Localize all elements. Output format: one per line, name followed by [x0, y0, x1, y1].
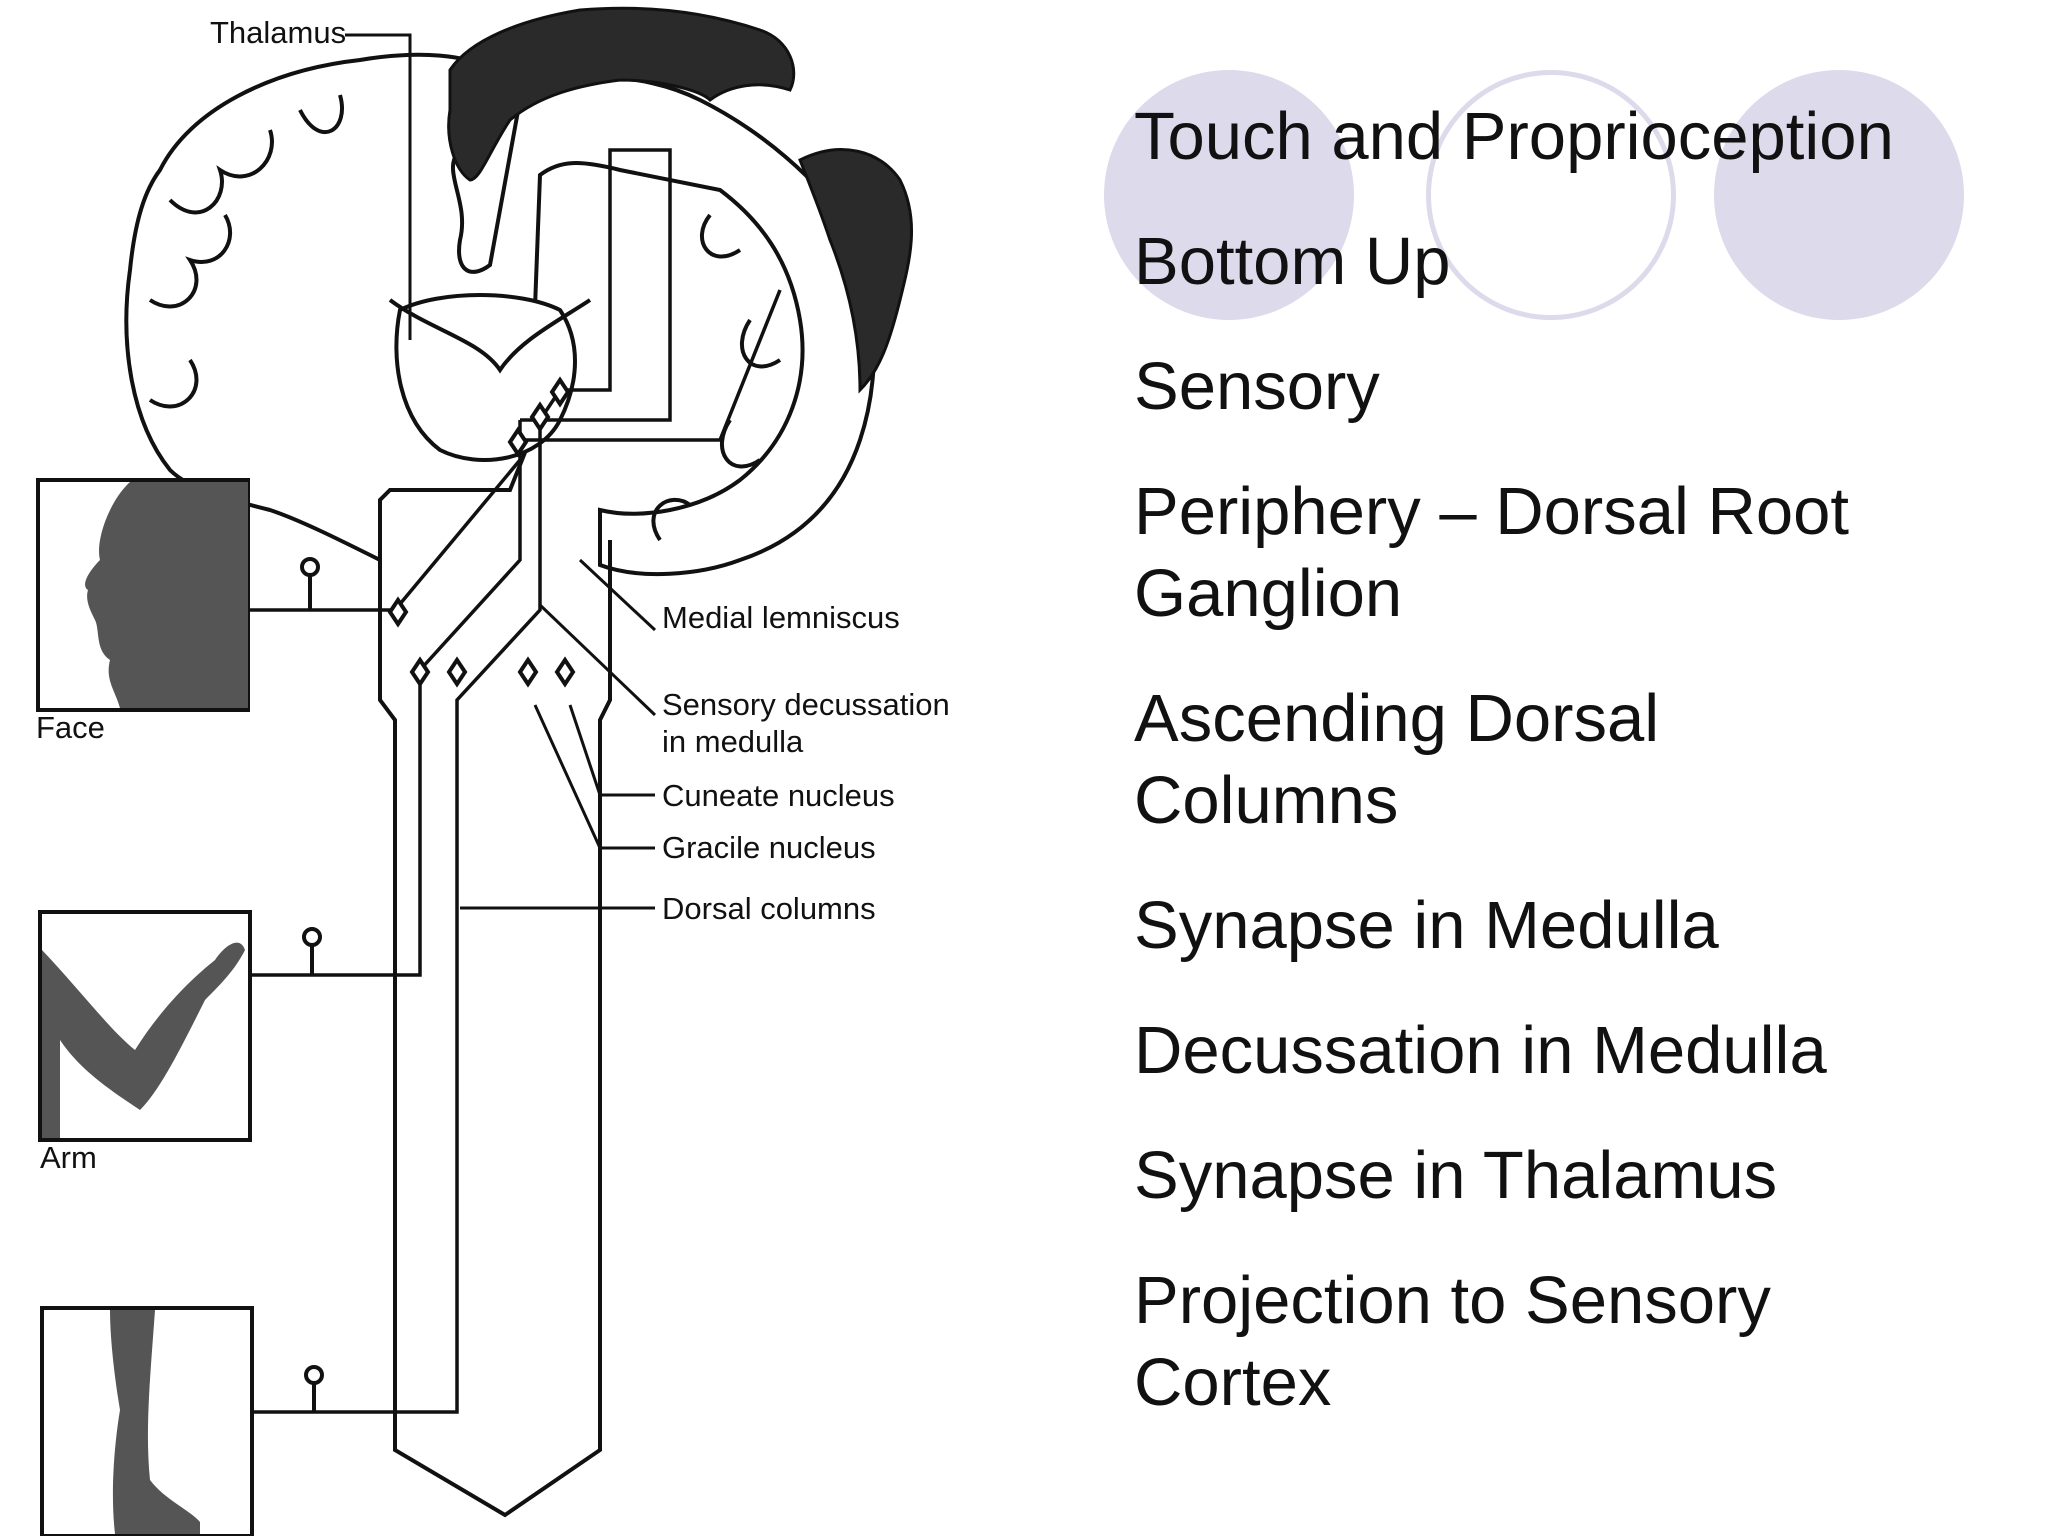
thalamus-arch [388, 298, 592, 374]
label-dorsal-columns: Dorsal columns [662, 891, 876, 926]
ganglion-markers [300, 557, 324, 1412]
bullet-item: Projection to Sensory Cortex [1134, 1263, 1771, 1420]
decorative-circle-right [1714, 70, 1964, 320]
bullet-item: Sensory [1134, 349, 1380, 424]
bullet-item: Synapse in Medulla [1134, 888, 1719, 963]
bullet-item: Synapse in Thalamus [1134, 1138, 1778, 1213]
bullet-item: Periphery – Dorsal Root Ganglion [1134, 474, 1849, 631]
decorative-circle-left [1104, 70, 1354, 320]
bullet-item: Touch and Proprioception [1134, 99, 1894, 174]
spinal-cord-outline [378, 510, 612, 1518]
dorsal-column-pathway-diagram: Thalamus Medial lemniscus Sensory decuss… [0, 0, 1000, 1536]
decorative-circle-middle [1426, 70, 1676, 320]
brain-gyri [148, 94, 782, 542]
bullet-item: Bottom Up [1134, 224, 1451, 299]
bullet-item: Decussation in Medulla [1134, 1013, 1827, 1088]
label-pointer-lines [460, 558, 657, 910]
pathway-cortex-projections [520, 148, 782, 442]
arm-silhouette [42, 942, 245, 1138]
label-medial-lemniscus: Medial lemniscus [662, 600, 900, 635]
sensory-cortex-dark-region [447, 6, 914, 394]
leg-silhouette [110, 1310, 200, 1534]
label-sensory-decussation-line2: in medulla [662, 724, 804, 759]
synapse-markers [387, 376, 576, 688]
thalamus-pointer-line [345, 33, 412, 340]
bullet-item: Ascending Dorsal Columns [1134, 681, 1660, 838]
label-sensory-decussation-line1: Sensory decussation [662, 687, 950, 722]
label-face: Face [36, 710, 105, 745]
label-thalamus: Thalamus [210, 15, 346, 50]
bullet-list: Touch and Proprioception Bottom Up Senso… [1134, 96, 2034, 1467]
face-silhouette [85, 482, 248, 708]
label-arm: Arm [40, 1140, 97, 1175]
label-gracile-nucleus: Gracile nucleus [662, 830, 876, 865]
label-cuneate-nucleus: Cuneate nucleus [662, 778, 895, 813]
